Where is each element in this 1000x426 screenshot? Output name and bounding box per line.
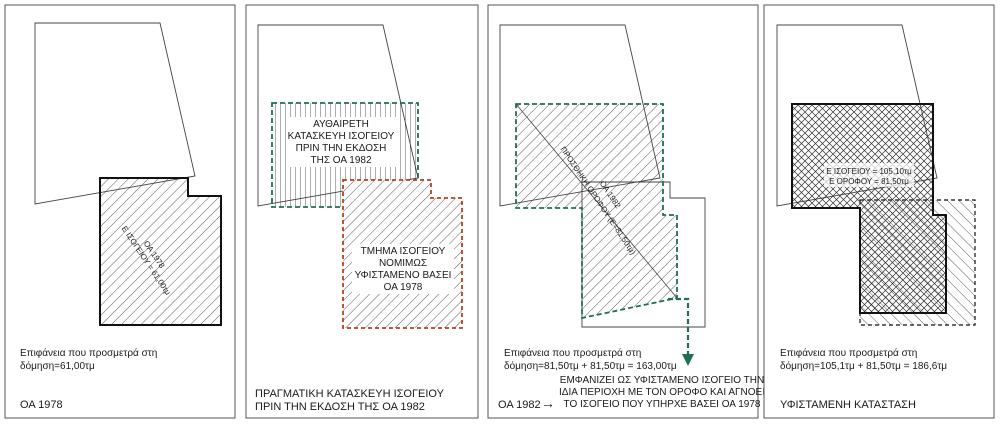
upper-label-2: ΚΑΤΑΣΚΕΥΗ ΙΣΟΓΕΙΟΥ bbox=[288, 131, 395, 142]
panel-frame bbox=[4, 4, 236, 419]
panel-frame bbox=[763, 4, 995, 419]
plot-outline bbox=[776, 24, 938, 207]
lower-label-bg bbox=[352, 244, 454, 294]
panel-existing-state: Ε ΙΣΟΓΕΙΟΥ = 105,10τμ Ε ΟΡΟΦΟΥ = 81,50τμ… bbox=[763, 4, 995, 419]
panel-frame bbox=[487, 4, 759, 419]
existing-label-2: Ε ΟΡΟΦΟΥ = 81,50τμ bbox=[829, 177, 909, 186]
pointer-arrowhead bbox=[682, 354, 694, 366]
lower-label-1: ΤΜΗΜΑ ΙΣΟΓΕΙΟΥ bbox=[361, 246, 446, 257]
plot-outline bbox=[34, 22, 196, 205]
panel-frame bbox=[245, 4, 479, 419]
panel-oa-1982: ΟΑ 1982 ΠΡΟΣΘΗΚΗ ΟΡΟΦΟΥ (Ε=81,50τμ) Επιφ… bbox=[487, 4, 765, 419]
lower-label-4: ΟΑ 1978 bbox=[384, 282, 423, 293]
lower-label-3: ΥΦΙΣΤΑΜΕΝΟ ΒΑΣΕΙ bbox=[355, 270, 452, 281]
note-line3: ΤΟ ΙΣΟΓΕΙΟ ΠΟΥ ΥΠΗΡΧΕ ΒΑΣΕΙ ΟΑ 1978 bbox=[564, 399, 761, 410]
upper-label-4: ΤΗΣ ΟΑ 1982 bbox=[310, 155, 371, 166]
area-text-line1: Επιφάνεια που προσμετρά στη bbox=[780, 347, 917, 359]
panel-caption-line2: ΠΡΙΝ ΤΗΝ ΕΚΔΟΣΗ ΤΗΣ ΟΑ 1982 bbox=[255, 401, 425, 413]
panel-caption-line1: ΠΡΑΓΜΑΤΙΚΗ ΚΑΤΑΣΚΕΥΗ ΙΣΟΓΕΙΟΥ bbox=[255, 388, 445, 400]
panel-oa-1978: ΟΑ 1978 Ε ΙΣΟΓΕΙΟΥ = 61,00τμ Επιφάνεια π… bbox=[4, 4, 236, 419]
lower-label-2: ΝΟΜΙΜΩΣ bbox=[379, 258, 427, 269]
upper-label-3: ΠΡΙΝ ΤΗΝ ΕΚΔΟΣΗ bbox=[296, 143, 387, 154]
area-text-line1: Επιφάνεια που προσμετρά στη bbox=[504, 347, 641, 359]
note-line1: ΕΜΦΑΝΙΖΕΙ ΩΣ ΥΦΙΣΤΑΜΕΝΟ ΙΣΟΓΕΙΟ ΤΗΝ bbox=[560, 375, 764, 386]
area-text-line2: δόμηση=81,50τμ + 81,50τμ = 163,00τμ bbox=[504, 360, 677, 372]
section-diagonal bbox=[515, 103, 678, 299]
area-text-line1: Επιφάνεια που προσμετρά στη bbox=[20, 347, 157, 359]
panel-caption: ΟΑ 1982 bbox=[498, 399, 541, 411]
existing-label-1: Ε ΙΣΟΓΕΙΟΥ = 105,10τμ bbox=[826, 167, 912, 176]
area-text-line2: δόμηση=61,00τμ bbox=[20, 360, 95, 372]
panel-actual-ground-floor: ΑΥΘΑΙΡΕΤΗ ΚΑΤΑΣΚΕΥΗ ΙΣΟΓΕΙΟΥ ΠΡΙΝ ΤΗΝ ΕΚ… bbox=[245, 4, 479, 419]
ground-floor-1978-outline bbox=[581, 181, 706, 328]
first-floor-addition-1982 bbox=[515, 103, 678, 320]
existing-building bbox=[791, 103, 947, 314]
arrow-glyph: → bbox=[541, 395, 555, 411]
note-line2: ΙΔΙΑ ΠΕΡΙΟΧΗ ΜΕ ΤΟΝ ΟΡΟΦΟ ΚΑΙ ΑΓΝΟΕΙ bbox=[559, 387, 765, 398]
panel-caption: ΥΦΙΣΤΑΜΕΝΗ ΚΑΤΑΣΤΑΣΗ bbox=[780, 399, 916, 411]
upper-label-bg bbox=[286, 117, 396, 167]
ground-floor-1978 bbox=[99, 177, 222, 326]
existing-label-bg bbox=[824, 163, 914, 187]
pointer-leader bbox=[668, 297, 690, 355]
area-text-line2: δόμηση=105,1τμ + 81,50τμ = 186,6τμ bbox=[780, 360, 947, 372]
panel-caption: ΟΑ 1978 bbox=[20, 399, 63, 411]
upper-label-1: ΑΥΘΑΙΡΕΤΗ bbox=[313, 119, 369, 130]
